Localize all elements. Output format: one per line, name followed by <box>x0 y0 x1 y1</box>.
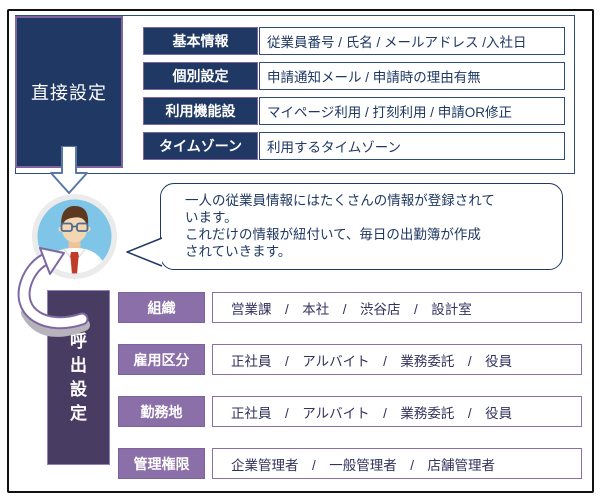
direct-row-value: 申請通知メール / 申請時の理由有無 <box>259 62 565 90</box>
direct-row-value: 従業員番号 / 氏名 / メールアドレス /入社日 <box>259 27 565 55</box>
call-row-organization: 組織 営業課 / 本社 / 渋谷店 / 設計室 <box>118 292 582 323</box>
direct-settings-box: 直接設定 <box>15 16 123 168</box>
direct-row-label: 基本情報 <box>143 27 258 55</box>
direct-row-label: タイムゾーン <box>143 132 258 160</box>
curved-callout-arrow-icon <box>17 247 90 337</box>
call-row-admin-rights: 管理権限 企業管理者 / 一般管理者 / 店舗管理者 <box>118 448 582 479</box>
direct-row-basic: 基本情報 従業員番号 / 氏名 / メールアドレス /入社日 <box>143 27 567 55</box>
call-row-label: 勤務地 <box>118 396 205 427</box>
direct-row-functions: 利用機能設 マイページ利用 / 打刻利用 / 申請OR修正 <box>143 97 567 125</box>
speech-bubble-tail <box>126 237 163 267</box>
speech-bubble: 一人の従業員情報にはたくさんの情報が登録されて います。 これだけの情報が紐付い… <box>160 183 563 270</box>
diagram-border <box>7 9 594 493</box>
direct-row-individual: 個別設定 申請通知メール / 申請時の理由有無 <box>143 62 567 90</box>
direct-row-value: マイページ利用 / 打刻利用 / 申請OR修正 <box>259 97 565 125</box>
call-row-value: 正社員 / アルバイト / 業務委託 / 役員 <box>212 344 582 375</box>
call-row-value: 企業管理者 / 一般管理者 / 店舗管理者 <box>212 448 582 479</box>
down-arrow-icon <box>50 146 88 194</box>
call-settings-title-char: 出 <box>70 355 87 375</box>
direct-row-timezone: タイムゾーン 利用するタイムゾーン <box>143 132 567 160</box>
direct-row-value: 利用するタイムゾーン <box>259 132 565 160</box>
call-settings-title-char: 設 <box>70 379 87 399</box>
call-row-employment-type: 雇用区分 正社員 / アルバイト / 業務委託 / 役員 <box>118 344 582 375</box>
call-row-label: 組織 <box>118 292 205 323</box>
direct-settings-title: 直接設定 <box>31 83 107 103</box>
call-row-label: 管理権限 <box>118 448 205 479</box>
call-row-value: 営業課 / 本社 / 渋谷店 / 設計室 <box>212 292 582 323</box>
direct-row-label: 利用機能設 <box>143 97 258 125</box>
call-settings-title-char: 呼 <box>70 331 87 351</box>
call-row-workplace: 勤務地 正社員 / アルバイト / 業務委託 / 役員 <box>118 396 582 427</box>
direct-row-label: 個別設定 <box>143 62 258 90</box>
call-settings-title-char: 定 <box>70 403 87 423</box>
call-row-label: 雇用区分 <box>118 344 205 375</box>
call-row-value: 正社員 / アルバイト / 業務委託 / 役員 <box>212 396 582 427</box>
